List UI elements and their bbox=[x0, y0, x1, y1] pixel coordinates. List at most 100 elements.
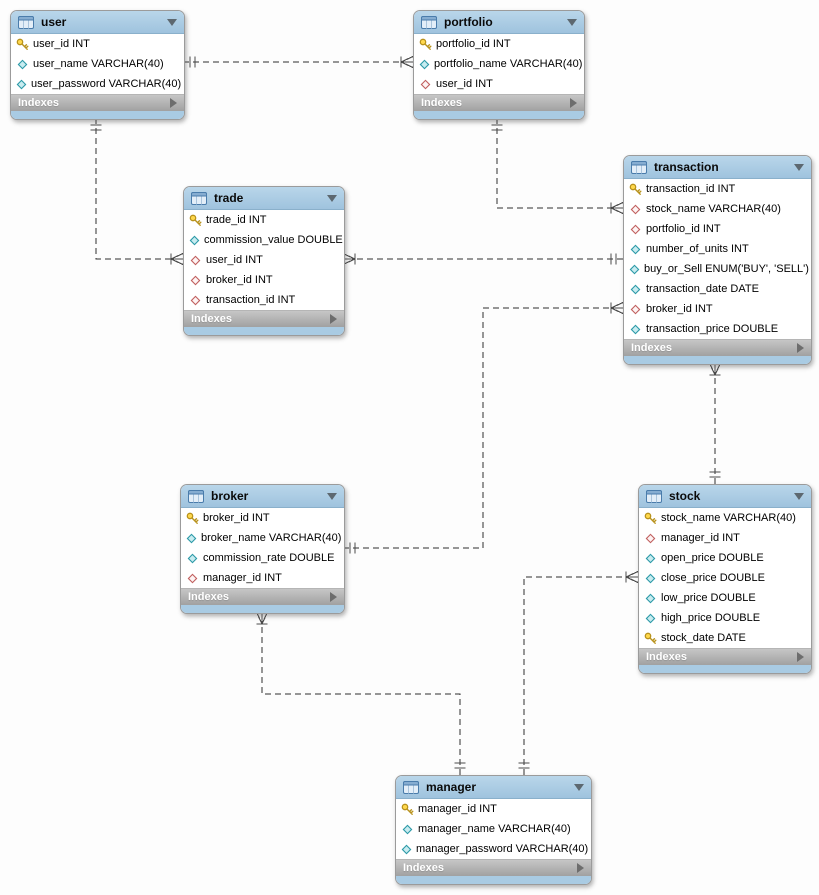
foreign-key-icon bbox=[189, 255, 202, 266]
relationship-stock-transaction[interactable] bbox=[708, 362, 722, 484]
table-row[interactable]: user_id INT bbox=[184, 250, 344, 270]
table-stock[interactable]: stock stock_name VARCHAR(40) manager_id … bbox=[638, 484, 812, 674]
relationship-manager-stock[interactable] bbox=[518, 570, 639, 776]
table-header[interactable]: transaction bbox=[624, 156, 811, 179]
indexes-bar[interactable]: Indexes bbox=[414, 94, 584, 111]
table-row[interactable]: user_name VARCHAR(40) bbox=[11, 54, 184, 74]
table-row[interactable]: portfolio_id INT bbox=[624, 219, 811, 239]
table-header[interactable]: portfolio bbox=[414, 11, 584, 34]
column-icon bbox=[16, 59, 29, 70]
table-row[interactable]: transaction_id INT bbox=[624, 179, 811, 199]
table-row[interactable]: broker_id INT bbox=[624, 299, 811, 319]
table-row[interactable]: high_price DOUBLE bbox=[639, 608, 811, 628]
table-row[interactable]: buy_or_Sell ENUM('BUY', 'SELL') bbox=[624, 259, 811, 279]
table-header[interactable]: broker bbox=[181, 485, 344, 508]
table-row[interactable]: transaction_id INT bbox=[184, 290, 344, 310]
column-label: low_price DOUBLE bbox=[661, 592, 756, 604]
table-row[interactable]: open_price DOUBLE bbox=[639, 548, 811, 568]
column-label: transaction_price DOUBLE bbox=[646, 323, 779, 335]
table-transaction[interactable]: transaction transaction_id INT stock_nam… bbox=[623, 155, 812, 365]
indexes-bar[interactable]: Indexes bbox=[624, 339, 811, 356]
table-row[interactable]: broker_id INT bbox=[181, 508, 344, 528]
expand-indexes-arrow-icon[interactable] bbox=[797, 652, 804, 662]
table-row[interactable]: commission_value DOUBLE bbox=[184, 230, 344, 250]
relationship-user-portfolio[interactable] bbox=[183, 55, 414, 69]
table-row[interactable]: commission_rate DOUBLE bbox=[181, 548, 344, 568]
table-row[interactable]: manager_id INT bbox=[181, 568, 344, 588]
column-list: user_id INT user_name VARCHAR(40) user_p… bbox=[11, 34, 184, 94]
indexes-bar[interactable]: Indexes bbox=[396, 859, 591, 876]
expand-indexes-arrow-icon[interactable] bbox=[330, 314, 337, 324]
column-label: manager_id INT bbox=[203, 572, 282, 584]
table-header[interactable]: trade bbox=[184, 187, 344, 210]
collapse-arrow-icon[interactable] bbox=[167, 18, 177, 26]
column-icon bbox=[644, 613, 657, 624]
table-title: stock bbox=[669, 489, 701, 503]
expand-indexes-arrow-icon[interactable] bbox=[330, 592, 337, 602]
column-label: stock_name VARCHAR(40) bbox=[646, 203, 781, 215]
table-row[interactable]: manager_password VARCHAR(40) bbox=[396, 839, 591, 859]
table-row[interactable]: manager_name VARCHAR(40) bbox=[396, 819, 591, 839]
column-icon bbox=[629, 264, 640, 275]
indexes-label: Indexes bbox=[188, 591, 229, 603]
expand-indexes-arrow-icon[interactable] bbox=[577, 863, 584, 873]
table-trade[interactable]: trade trade_id INT commission_value DOUB… bbox=[183, 186, 345, 336]
column-icon bbox=[189, 235, 200, 246]
indexes-bar[interactable]: Indexes bbox=[181, 588, 344, 605]
table-row[interactable]: broker_name VARCHAR(40) bbox=[181, 528, 344, 548]
table-header[interactable]: stock bbox=[639, 485, 811, 508]
table-row[interactable]: transaction_date DATE bbox=[624, 279, 811, 299]
table-row[interactable]: user_id INT bbox=[414, 74, 584, 94]
column-label: user_id INT bbox=[206, 254, 263, 266]
column-icon bbox=[419, 59, 430, 70]
table-header[interactable]: user bbox=[11, 11, 184, 34]
table-row[interactable]: broker_id INT bbox=[184, 270, 344, 290]
table-header[interactable]: manager bbox=[396, 776, 591, 799]
table-row[interactable]: manager_id INT bbox=[396, 799, 591, 819]
expand-indexes-arrow-icon[interactable] bbox=[797, 343, 804, 353]
indexes-bar[interactable]: Indexes bbox=[11, 94, 184, 111]
table-portfolio[interactable]: portfolio portfolio_id INT portfolio_nam… bbox=[413, 10, 585, 120]
table-row[interactable]: user_id INT bbox=[11, 34, 184, 54]
collapse-arrow-icon[interactable] bbox=[574, 783, 584, 791]
table-row[interactable]: stock_name VARCHAR(40) bbox=[624, 199, 811, 219]
foreign-key-icon bbox=[629, 204, 642, 215]
table-manager[interactable]: manager manager_id INT manager_name VARC… bbox=[395, 775, 592, 885]
table-title: portfolio bbox=[444, 15, 493, 29]
table-row[interactable]: portfolio_name VARCHAR(40) bbox=[414, 54, 584, 74]
column-label: commission_value DOUBLE bbox=[204, 234, 343, 246]
column-list: transaction_id INT stock_name VARCHAR(40… bbox=[624, 179, 811, 339]
table-user[interactable]: user user_id INT user_name VARCHAR(40) u… bbox=[10, 10, 185, 120]
table-row[interactable]: stock_date DATE bbox=[639, 628, 811, 648]
relationship-manager-broker[interactable] bbox=[255, 611, 466, 775]
indexes-bar[interactable]: Indexes bbox=[184, 310, 344, 327]
table-row[interactable]: portfolio_id INT bbox=[414, 34, 584, 54]
table-row[interactable]: user_password VARCHAR(40) bbox=[11, 74, 184, 94]
collapse-arrow-icon[interactable] bbox=[327, 194, 337, 202]
table-row[interactable]: transaction_price DOUBLE bbox=[624, 319, 811, 339]
table-row[interactable]: manager_id INT bbox=[639, 528, 811, 548]
indexes-bar[interactable]: Indexes bbox=[639, 648, 811, 665]
relationship-portfolio-transaction[interactable] bbox=[491, 118, 624, 215]
table-broker[interactable]: broker broker_id INT broker_name VARCHAR… bbox=[180, 484, 345, 614]
table-icon bbox=[403, 780, 419, 794]
table-footer-strip bbox=[11, 111, 184, 119]
expand-indexes-arrow-icon[interactable] bbox=[170, 98, 177, 108]
collapse-arrow-icon[interactable] bbox=[794, 492, 804, 500]
collapse-arrow-icon[interactable] bbox=[794, 163, 804, 171]
table-row[interactable]: low_price DOUBLE bbox=[639, 588, 811, 608]
table-row[interactable]: trade_id INT bbox=[184, 210, 344, 230]
relationship-broker-transaction[interactable] bbox=[343, 301, 624, 554]
relationship-user-trade[interactable] bbox=[90, 118, 184, 266]
collapse-arrow-icon[interactable] bbox=[327, 492, 337, 500]
relationship-transaction-trade[interactable] bbox=[342, 252, 623, 266]
table-title: trade bbox=[214, 191, 244, 205]
table-row[interactable]: stock_name VARCHAR(40) bbox=[639, 508, 811, 528]
column-label: user_id INT bbox=[33, 38, 90, 50]
table-row[interactable]: close_price DOUBLE bbox=[639, 568, 811, 588]
collapse-arrow-icon[interactable] bbox=[567, 18, 577, 26]
table-row[interactable]: number_of_units INT bbox=[624, 239, 811, 259]
expand-indexes-arrow-icon[interactable] bbox=[570, 98, 577, 108]
column-icon bbox=[186, 553, 199, 564]
